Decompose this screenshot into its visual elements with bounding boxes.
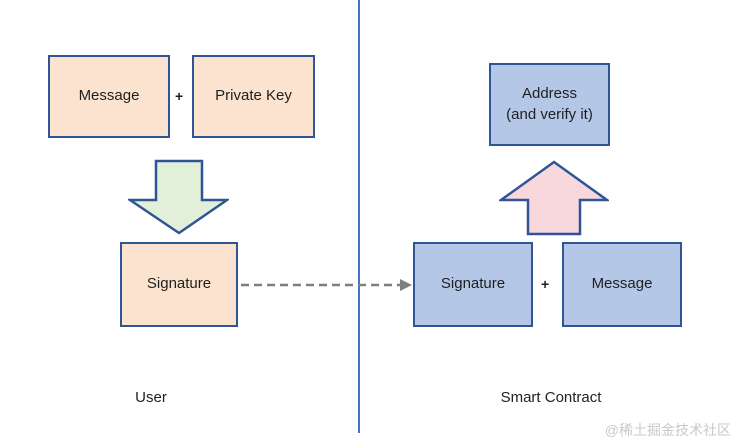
signature-box-left: Signature: [120, 242, 238, 327]
plus-sign-left: +: [175, 88, 184, 104]
down-arrow-icon: [128, 159, 229, 235]
signature-box-right-label: Signature: [440, 275, 506, 293]
plus-sign-right: +: [541, 276, 550, 292]
dashed-arrow-icon: [241, 279, 412, 291]
private-key-box: Private Key: [192, 55, 315, 138]
signature-box-left-label: Signature: [146, 275, 212, 293]
watermark: @稀土掘金技术社区: [604, 422, 731, 438]
address-box-label-line1: Address: [521, 85, 578, 103]
private-key-box-label: Private Key: [215, 87, 292, 105]
message-box-left: Message: [48, 55, 170, 138]
address-box-label-line2: (and verify it): [506, 105, 593, 123]
address-box: Address (and verify it): [489, 63, 610, 146]
signature-box-right: Signature: [413, 242, 533, 327]
message-box-right: Message: [562, 242, 682, 327]
up-arrow-icon: [499, 160, 609, 236]
divider-line: [358, 0, 360, 433]
message-box-right-label: Message: [591, 275, 653, 293]
message-box-left-label: Message: [78, 87, 140, 105]
smart-contract-label: Smart Contract: [500, 389, 602, 406]
user-label: User: [135, 389, 167, 406]
